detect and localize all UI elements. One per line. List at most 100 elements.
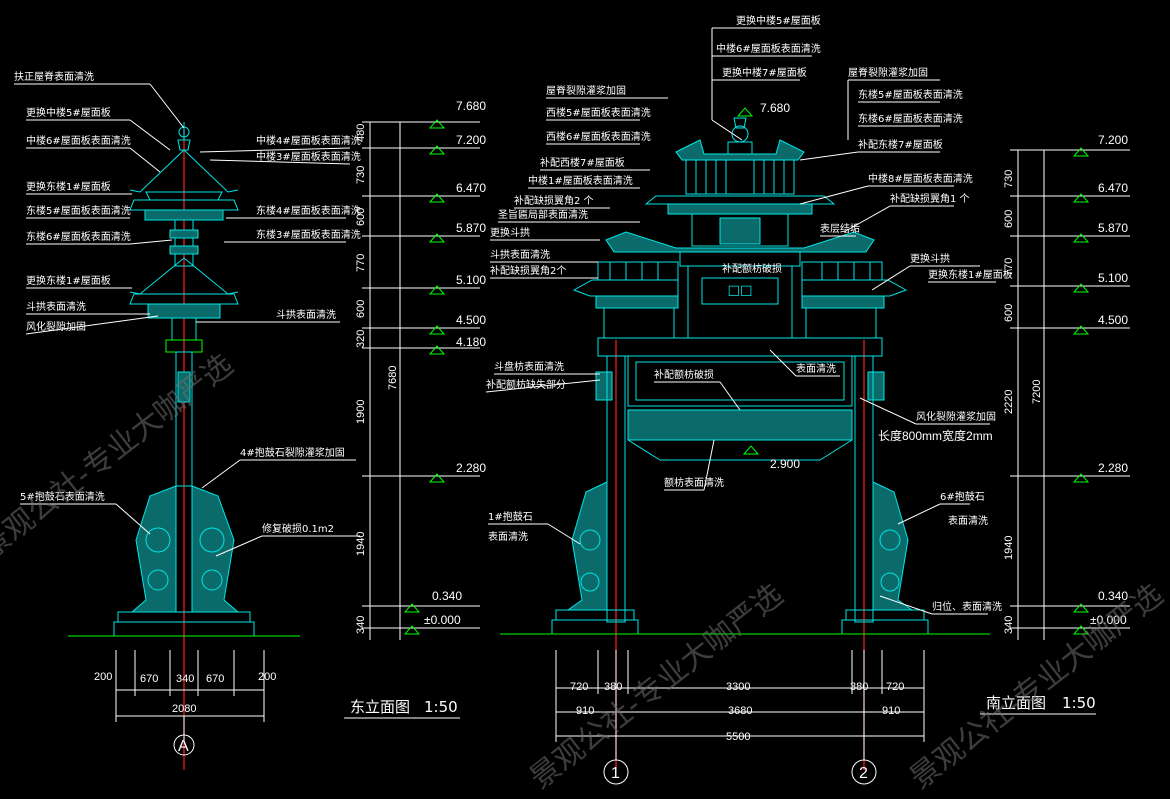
label-east-vdims-5: 320: [355, 330, 367, 348]
label-south-notes_left-5: 补配缺损翼角2 个: [514, 194, 594, 207]
label-east-vdims-6: 1900: [355, 400, 367, 424]
label-south-notes_right-11: 6#抱鼓石: [940, 490, 985, 503]
east-elevation-drawing: [68, 122, 300, 770]
label-south-vdims-5: 1940: [1003, 536, 1015, 560]
label-south-notes_left-13: 表面清洗: [488, 530, 528, 543]
label-south-vdims-1: 600: [1003, 210, 1015, 228]
label-south-levels-1: 6.470: [1098, 181, 1128, 195]
label-east-notes_right-5: 4#抱鼓石裂隙灌浆加固: [240, 446, 345, 459]
label-east-notes_left-4: 东楼5#屋面板表面清洗: [26, 204, 131, 217]
label-east-hdim_total: 2080: [172, 703, 196, 715]
label-south-notes_right-9: 风化裂隙灌浆加固: [916, 410, 996, 423]
label-south-notes_left-3: 补配西楼7#屋面板: [540, 156, 625, 169]
label-south-notes_left-11: 补配额枋缺失部分: [486, 378, 566, 391]
label-south-center_notes-0: 补配额枋破损: [722, 262, 782, 275]
label-south-scale: 1:50: [1062, 694, 1096, 712]
label-east-notes_right-1: 中楼3#屋面板表面清洗: [256, 150, 361, 163]
label-south-hdims_2-1: 3680: [728, 705, 752, 717]
svg-text:☐☐: ☐☐: [727, 284, 752, 300]
label-east-notes_left-5: 东楼6#屋面板表面清洗: [26, 230, 131, 243]
label-east-notes_left-2: 中楼6#屋面板表面清洗: [26, 134, 131, 147]
label-south-hdims_1-4: 720: [886, 681, 904, 693]
label-east-notes_left-6: 更换东楼1#屋面板: [26, 274, 111, 287]
label-east-notes_right-4: 斗拱表面清洗: [276, 308, 336, 321]
label-south-notes_left-6: 圣旨匾局部表面清洗: [498, 208, 588, 221]
label-south-notes_right-4: 中楼8#屋面板表面清洗: [868, 172, 973, 185]
east-dimension-lines: [115, 119, 480, 756]
south-elevation-drawing: ☐☐: [500, 117, 990, 770]
label-east-vdims-3: 770: [355, 254, 367, 272]
label-south-levels-2: 5.870: [1098, 221, 1128, 235]
label-south-hdim_total: 5500: [726, 731, 750, 743]
label-south-hdims_2-2: 910: [882, 705, 900, 717]
label-south-hdims_1-2: 3300: [726, 681, 750, 693]
label-south-vdims-3: 600: [1003, 304, 1015, 322]
label-south-top_notes-2: 更换中楼7#屋面板: [722, 66, 807, 79]
label-south-notes_right-0: 屋脊裂隙灌浆加固: [848, 66, 928, 79]
label-east-vdims-1: 730: [355, 166, 367, 184]
label-south-vdims-0: 730: [1003, 170, 1015, 188]
label-south-notes_left-1: 西楼5#屋面板表面清洗: [546, 106, 651, 119]
label-east-notes_left-3: 更换东楼1#屋面板: [26, 180, 111, 193]
label-east-levels-5: 4.500: [456, 313, 486, 327]
label-east-hdims-0: 200: [94, 671, 112, 683]
label-east-hdims-2: 340: [176, 673, 194, 685]
label-east-levels-2: 6.470: [456, 181, 486, 195]
label-east-notes_left-0: 扶正屋脊表面清洗: [14, 70, 94, 83]
label-south-center_notes-2: 补配额枋破损: [654, 368, 714, 381]
south-dimension-lines: [555, 107, 1130, 785]
label-south-top_notes-1: 中楼6#屋面板表面清洗: [716, 42, 821, 55]
label-south-notes_right-12: 表面清洗: [948, 514, 988, 527]
label-south-notes_right-8: 更换东楼1#屋面板: [928, 268, 1013, 281]
label-south-title: 南立面图: [986, 694, 1046, 712]
label-south-notes_right-5: 补配缺损翼角1 个: [890, 192, 970, 205]
label-south-levels-3: 5.100: [1098, 271, 1128, 285]
label-south-notes_left-7: 更换斗拱: [490, 226, 530, 239]
label-east-title: 东立面图: [350, 698, 410, 716]
label-south-notes_right-3: 补配东楼7#屋面板: [858, 138, 943, 151]
label-south-hdims_1-0: 720: [570, 681, 588, 693]
label-east-vdims-0: 480: [355, 124, 367, 142]
label-south-levels-6: 0.340: [1098, 589, 1128, 603]
label-east-levels-7: 2.280: [456, 461, 486, 475]
label-south-levels-5: 2.280: [1098, 461, 1128, 475]
label-south-levels-4: 4.500: [1098, 313, 1128, 327]
label-east-vdims-8: 340: [355, 616, 367, 634]
label-east-notes_right-2: 东楼4#屋面板表面清洗: [256, 204, 361, 217]
label-east-notes_left-8: 风化裂隙加固: [26, 320, 86, 333]
label-south-gate_level: 2.900: [770, 457, 800, 471]
label-east-vdims-2: 600: [355, 208, 367, 226]
label-east-hdims-3: 670: [206, 673, 224, 685]
label-south-notes_left-10: 斗盘枋表面清洗: [494, 360, 564, 373]
label-south-axes-1: 2: [859, 765, 868, 782]
label-east-levels-3: 5.870: [456, 221, 486, 235]
east-labels: 扶正屋脊表面清洗 更换中楼5#屋面板 中楼6#屋面板表面清洗 更换东楼1#屋面板…: [14, 70, 486, 755]
label-east-levels-4: 5.100: [456, 273, 486, 287]
label-south-notes_left-8: 斗拱表面清洗: [490, 248, 550, 261]
label-south-hdims_1-3: 380: [850, 681, 868, 693]
label-south-axes-0: 1: [611, 765, 620, 782]
label-east-vdims-7: 1940: [355, 532, 367, 556]
label-south-notes_left-12: 1#抱鼓石: [488, 510, 533, 523]
label-south-notes_right-10: 长度800mm宽度2mm: [878, 428, 993, 443]
label-south-hdims_1-1: 380: [604, 681, 622, 693]
label-south-levels-0: 7.200: [1098, 133, 1128, 147]
label-south-levels-7: ±0.000: [1090, 613, 1127, 627]
south-labels: 更换中楼5#屋面板 中楼6#屋面板表面清洗 更换中楼7#屋面板 屋脊裂隙灌浆加固…: [485, 14, 1128, 782]
label-south-notes_right-2: 东楼6#屋面板表面清洗: [858, 112, 963, 125]
label-south-notes_right-1: 东楼5#屋面板表面清洗: [858, 88, 963, 101]
label-east-notes_left-1: 更换中楼5#屋面板: [26, 106, 111, 119]
label-east-vdims-4: 600: [355, 300, 367, 318]
label-east-hdims-4: 200: [258, 671, 276, 683]
label-east-levels-9: ±0.000: [424, 613, 461, 627]
label-south-notes_right-13: 归位、表面清洗: [932, 600, 1002, 613]
label-south-notes_left-2: 西楼6#屋面板表面清洗: [546, 130, 651, 143]
label-south-total: 7200: [1031, 380, 1043, 404]
label-east-total: 7680: [387, 366, 399, 390]
label-south-notes_left-4: 中楼1#屋面板表面清洗: [528, 174, 633, 187]
label-south-notes_right-6: 表层结垢: [820, 222, 860, 235]
label-south-notes_left-0: 屋脊裂隙灌浆加固: [546, 84, 626, 97]
label-east-levels-8: 0.340: [432, 589, 462, 603]
label-east-axis: A: [178, 738, 189, 755]
label-east-notes_left-9: 5#抱鼓石表面清洗: [20, 490, 105, 503]
